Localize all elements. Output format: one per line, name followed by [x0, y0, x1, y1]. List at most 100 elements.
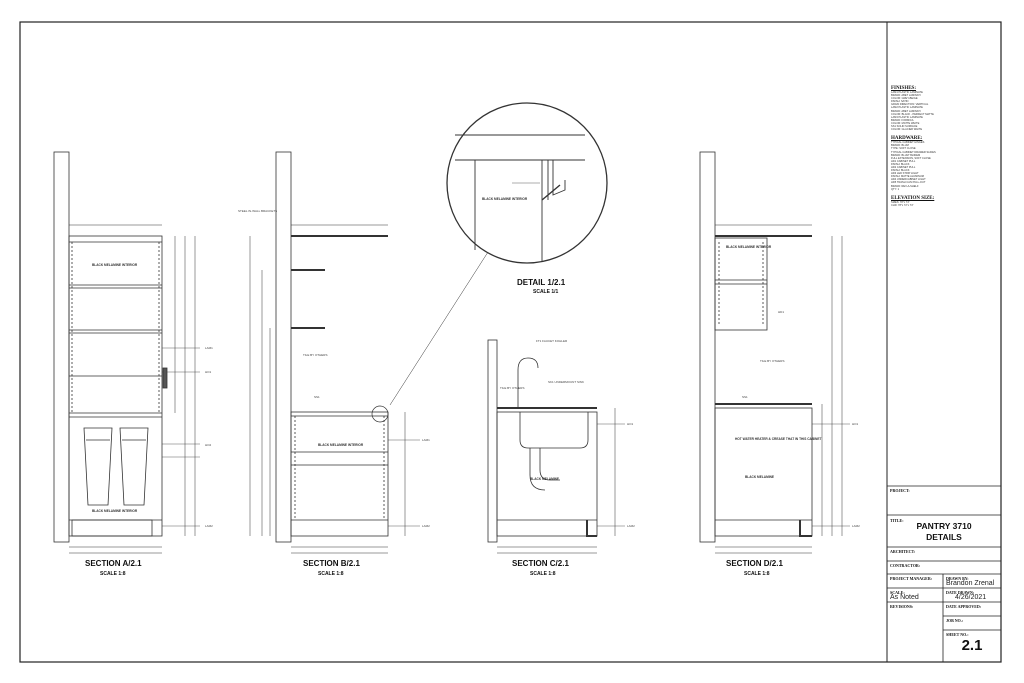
sheet-border	[19, 21, 1002, 663]
section-c-title: SECTION C/2.1	[512, 559, 569, 568]
detail-title: DETAIL 1/2.1	[517, 278, 566, 287]
section-a-title: SECTION A/2.1	[85, 559, 142, 568]
code-ho1-c: HO1	[627, 422, 634, 426]
code-ho1-d: HO1	[852, 422, 859, 426]
spec-line: TYPE: SOFT CLOSE	[891, 147, 916, 151]
spec-line: FULL EXTENSION, SOFT CLOSE	[891, 156, 931, 160]
code-lam2-c: LAM2	[627, 524, 635, 528]
contractor-label: CONTRACTOR:	[890, 563, 921, 568]
spec-line: BRAND: ABET LAMINATI	[891, 109, 921, 113]
sink-note: SK1 UNDERMOUNT SINK	[548, 380, 584, 384]
hot-water-heater-note: HOT WATER HEATER & CREASE THAT IN THIS C…	[735, 437, 821, 441]
code-lam1-a: LAM1	[205, 346, 213, 350]
spec-line: GRAIN DIRECTION: VERTICAL	[891, 103, 929, 107]
project-manager-label: PROJECT MANAGER:	[890, 576, 933, 581]
section-c-scale: SCALE 1:8	[530, 571, 556, 577]
code-hd1-d: HD1	[778, 310, 784, 314]
elevation-heading: ELEVATION SIZE:	[891, 195, 935, 201]
spec-line: QTY: 1	[891, 187, 900, 191]
spec-line: FINISH: MATTE ALUMINUM	[891, 175, 924, 179]
drawn-by-label: DRAWN BY:	[946, 576, 969, 581]
code-ss1-b: SS1	[314, 395, 320, 399]
section-a-lower-label: BLACK MELAMINE INTERIOR	[92, 509, 138, 513]
revisions-label: REVISIONS:	[890, 604, 914, 609]
spec-line: LAM2 PLASTIC LAMINATE	[891, 106, 923, 110]
section-d-lower-label: BLACK MELAMINE	[745, 475, 774, 479]
section-d-scale: SCALE 1:8	[744, 571, 770, 577]
spec-line: LAM3 PLASTIC LAMINATE	[891, 115, 923, 119]
section-a-upper-label: BLACK MELAMINE INTERIOR	[92, 263, 138, 267]
title-label: TITLE:	[890, 518, 904, 523]
date-drawn-value: 4/26/2021	[955, 594, 987, 601]
tile-note-c: TILE BY OTHERS	[500, 386, 524, 390]
section-b-scale: SCALE 1:8	[318, 571, 344, 577]
spec-line: COLOR: BLACK - PERFECT MATTE	[891, 112, 934, 116]
sheet-number-label: SHEET NO.:	[946, 632, 969, 637]
date-approved-label: DATE APPROVED:	[946, 604, 982, 609]
spec-line: BRAND: REV-A-SHELF	[891, 184, 919, 188]
spec-line: HD5 TRASH CAN PULL-OUT	[891, 181, 926, 185]
elevation-list: SIZES: 78"x 74"CHD: 78"x 72"x 74"	[891, 201, 997, 207]
section-d-upper-label: BLACK MELAMINE INTERIOR	[726, 245, 772, 249]
section-d-title: SECTION D/2.1	[726, 559, 783, 568]
spec-line: HD2 CABINET PULL	[891, 165, 916, 169]
spec-line: FINISH: BLACK	[891, 162, 910, 166]
code-lam2-b: LAM2	[422, 524, 430, 528]
spec-line: COLOR: GLACIER WHITE	[891, 128, 923, 132]
spec-line: TYPICAL CABINET DRAWER SLIDES	[891, 150, 936, 154]
job-number-label: JOB NO.:	[946, 618, 964, 623]
project-label: PROJECT:	[890, 488, 910, 493]
code-ss1-d: SS1	[742, 395, 748, 399]
code-lam2-a: LAM2	[205, 524, 213, 528]
spec-line: BRAND: FORMICA	[891, 118, 914, 122]
hardware-heading: HARDWARE:	[891, 136, 923, 142]
spec-line: COLOR: GREY-BEIGE	[891, 97, 918, 101]
section-c-drawing	[487, 339, 625, 554]
architect-label: ARCHITECT:	[890, 549, 916, 554]
spec-line: BRAND: BLUM	[891, 144, 909, 148]
spec-line: HD4 UNDERCABINET LIGHT	[891, 178, 926, 182]
section-b-title: SECTION B/2.1	[303, 559, 360, 568]
titleblock-grid	[887, 485, 1001, 662]
detail-interior-label: BLACK MELAMINE INTERIOR	[482, 197, 528, 201]
spec-line: FINISH: SATIN	[891, 100, 909, 104]
spec-line: SS1 SOLID SURFACE	[891, 125, 918, 129]
section-b-label: BLACK MELAMINE INTERIOR	[318, 443, 364, 447]
spec-line: BRAND: ABET LAMINATI	[891, 94, 921, 98]
drawing-title-line1: PANTRY 3710	[916, 521, 972, 531]
section-a-drawing	[53, 151, 200, 554]
spec-line: CHD: 78"x 72"x 74"	[891, 203, 914, 207]
spec-line: TYPICAL CABINET HINGES	[891, 141, 925, 145]
detail-scale: SCALE 1/1	[533, 289, 559, 295]
drawing-title: PANTRY 3710 DETAILS	[887, 521, 1001, 543]
tile-note-d: TILE BY OTHERS	[760, 359, 784, 363]
detail-1-drawing	[389, 102, 608, 406]
section-b-drawing	[249, 151, 420, 554]
code-ho2-a: HO2	[205, 443, 212, 447]
code-lam1-b: LAM1	[422, 438, 430, 442]
sheet-number-value: 2.1	[961, 637, 983, 654]
drawn-by-value: Brandon Zrenal	[946, 580, 995, 587]
spec-line: LAM1 PLASTIC LAMINATE	[891, 91, 923, 94]
spec-line: SIZES: 78"x 74"	[891, 200, 910, 204]
scale-label: SCALE:	[890, 590, 905, 595]
scale-value: As Noted	[890, 594, 919, 601]
section-d-drawing	[699, 151, 850, 554]
date-drawn-label: DATE DRAWN:	[946, 590, 975, 595]
spec-line: COLOR: MATTE WHITE	[891, 121, 920, 125]
tile-note-b: TILE BY OTHERS	[303, 353, 327, 357]
faucet-note: FT1 FAUCET KOHLER	[536, 339, 568, 343]
spec-line: BRAND: BLUM TANDEM	[891, 153, 921, 157]
code-lam2-d: LAM2	[852, 524, 860, 528]
finishes-heading: FINISHES:	[891, 86, 917, 91]
spec-line: HD3 LED STRIP LIGHT	[891, 172, 919, 176]
steel-brackets-note: STEEL IN-WALL BRACKETS	[238, 209, 277, 213]
spec-line: FINISH: BLACK	[891, 169, 910, 173]
section-c-label: BLACK MELAMINE	[530, 477, 559, 481]
code-ho1-a: HO1	[205, 370, 212, 374]
drawing-title-line2: DETAILS	[926, 532, 962, 542]
